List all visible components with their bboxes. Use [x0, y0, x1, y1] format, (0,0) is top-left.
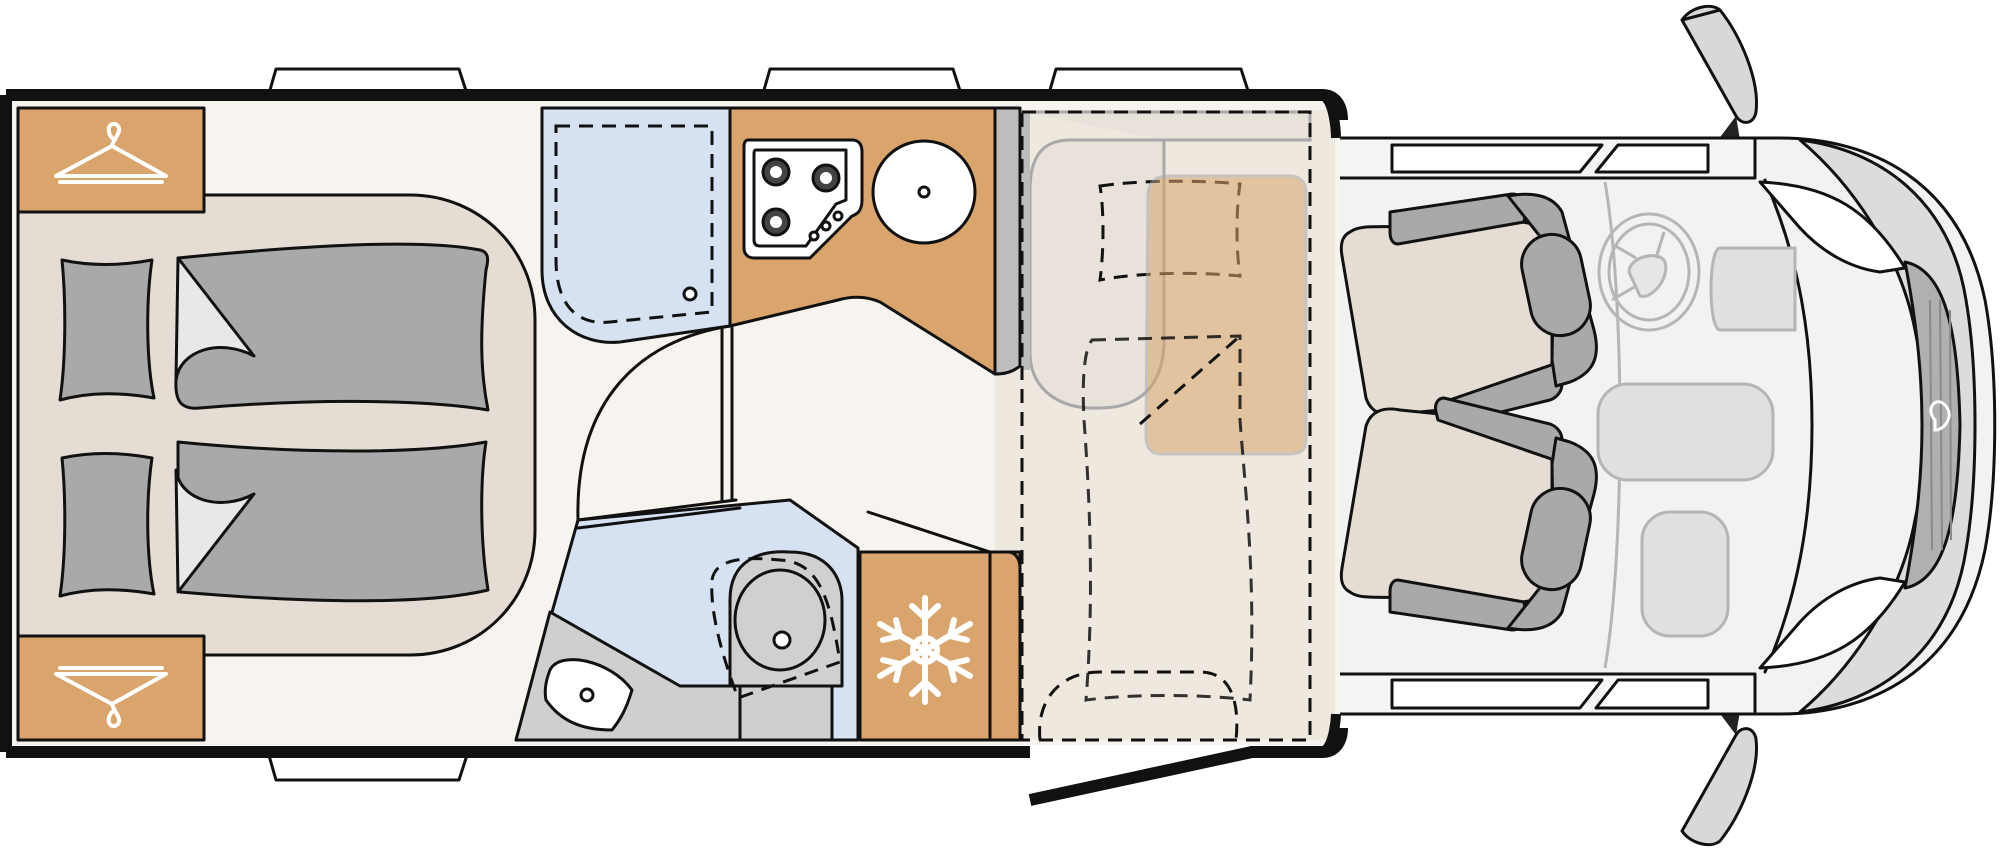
- cab-window-bottom-2: [1594, 678, 1710, 710]
- cab-window-top-2: [1594, 143, 1710, 174]
- steering-wheel-icon: [1597, 212, 1701, 332]
- cab-seats: [1339, 192, 1598, 632]
- cab-window-top-1: [1390, 143, 1604, 174]
- mirror-top: [1680, 4, 1759, 124]
- rear-bed-area: [16, 106, 537, 742]
- kitchen: [728, 106, 1022, 742]
- cab-window-bottom-1: [1390, 678, 1604, 710]
- cab-grille: [1903, 260, 1962, 590]
- toilet-seat: [733, 568, 827, 672]
- pillow-top: [58, 258, 156, 402]
- cup-holder: [1640, 510, 1730, 638]
- dinette-table: [1144, 174, 1308, 456]
- pillow-bottom: [58, 452, 156, 598]
- mirror-bottom: [1680, 727, 1759, 847]
- shower-drain: [682, 286, 698, 302]
- dinette: [1020, 110, 1312, 742]
- basin-drain: [579, 687, 595, 703]
- brand-logo-icon: [1929, 400, 1951, 432]
- bathroom: [514, 106, 860, 742]
- shower: [540, 106, 732, 344]
- center-console: [1596, 382, 1775, 482]
- entrance-door: [1028, 746, 1254, 806]
- snowflake-icon: [877, 595, 973, 705]
- hanger-icon: [54, 666, 168, 729]
- hanger-icon: [54, 121, 168, 184]
- dinette-bed-cushion: [1081, 334, 1254, 702]
